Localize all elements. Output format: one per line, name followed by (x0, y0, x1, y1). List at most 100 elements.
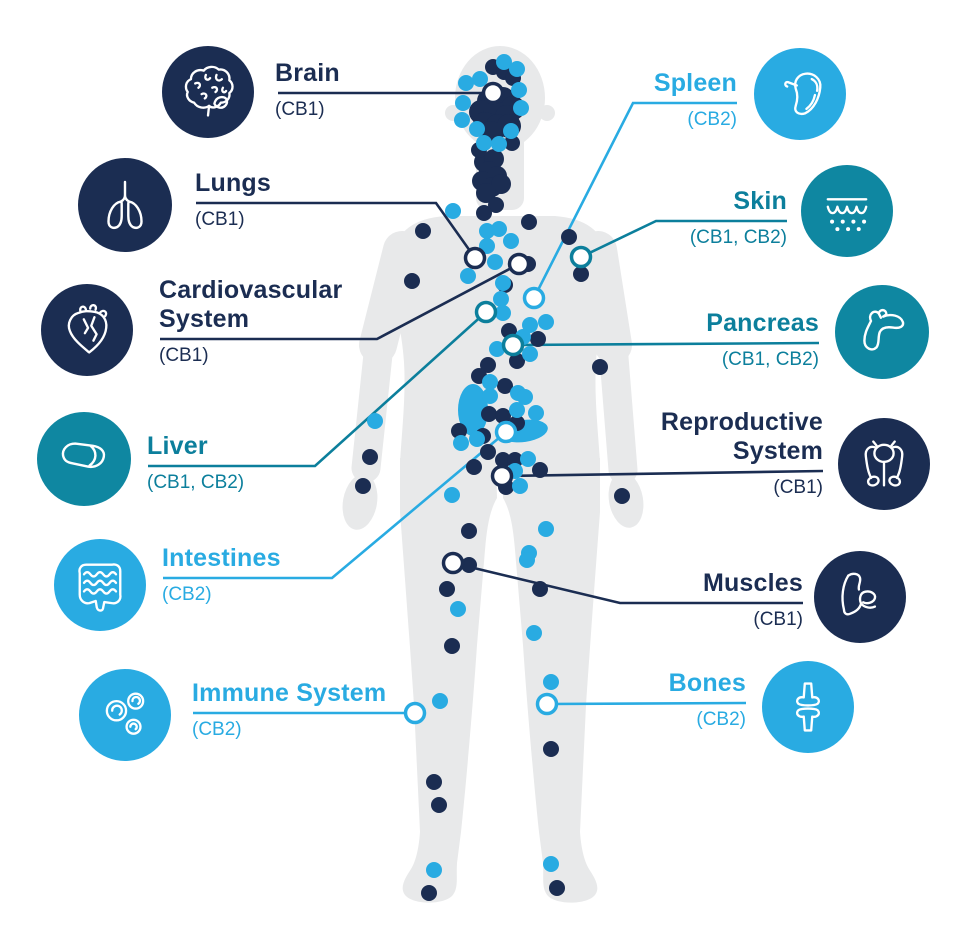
receptor-dot-cb2 (522, 317, 538, 333)
connector-endpoint (569, 245, 593, 269)
connector-skin (580, 219, 787, 259)
connector-intestines (163, 431, 507, 580)
receptor-dot-cb2 (522, 346, 538, 362)
organ-receptor: (CB2) (192, 719, 242, 740)
receptor-dot-cb2 (476, 135, 492, 151)
receptor-dot-cb1 (476, 205, 492, 221)
liver-icon (37, 412, 131, 506)
receptor-dot-cb1 (504, 135, 520, 151)
label-skin: Skin (CB1, CB2) (587, 187, 787, 249)
receptor-dot-cb1 (521, 214, 537, 230)
receptor-dot-cb2 (538, 314, 554, 330)
receptor-dot-cb1 (495, 452, 511, 468)
receptor-dot-cb2 (512, 478, 528, 494)
receptor-dot-cb2 (444, 487, 460, 503)
receptor-dot-cb2 (491, 136, 507, 152)
organ-name: Bones (668, 669, 746, 697)
immune-cells-icon (79, 669, 171, 761)
pancreas-icon (835, 285, 929, 379)
label-pancreas: Pancreas (CB1, CB2) (619, 309, 819, 371)
receptor-dot-cb2 (454, 112, 470, 128)
receptor-dot-cb1 (426, 774, 442, 790)
receptor-dot-cb1 (421, 885, 437, 901)
connector-endpoint (403, 701, 427, 725)
receptor-dot-cb1 (543, 741, 559, 757)
connector-endpoint (463, 246, 487, 270)
receptor-dot-cb1 (466, 459, 482, 475)
receptor-dot-cb1 (532, 581, 548, 597)
receptor-dot-cb2 (503, 233, 519, 249)
receptor-dot-cb1 (362, 449, 378, 465)
receptor-dot-cb2 (445, 203, 461, 219)
organ-receptor: (CB1) (275, 99, 325, 120)
connector-cardiovascular (160, 262, 520, 341)
connector-endpoint (501, 333, 525, 357)
spleen-icon (754, 48, 846, 140)
label-cardiovascular: Cardiovascular System (CB1) (159, 276, 374, 367)
receptor-dot-cb2 (450, 601, 466, 617)
receptor-dot-cb2 (469, 431, 485, 447)
receptor-dot-cb2 (528, 405, 544, 421)
receptor-dot-cb2 (482, 388, 498, 404)
receptor-dot-cb2 (538, 521, 554, 537)
receptor-dot-cb2 (509, 402, 525, 418)
receptor-dot-cb1 (507, 452, 523, 468)
organ-name: Pancreas (706, 309, 819, 337)
organ-name: Spleen (653, 69, 737, 97)
connector-bones (546, 701, 747, 706)
receptor-dot-cb2 (460, 268, 476, 284)
receptor-dot-cb2 (520, 451, 536, 467)
receptor-dot-cb2 (453, 435, 469, 451)
receptor-dot-cb1 (451, 423, 467, 439)
receptor-dot-cb1 (404, 273, 420, 289)
receptor-dot-cb2 (469, 121, 485, 137)
organ-receptor: (CB1, CB2) (689, 227, 787, 248)
receptor-dot-cb2 (493, 291, 509, 307)
receptor-dot-cb1 (509, 353, 525, 369)
organ-name: Skin (733, 187, 787, 215)
organ-name: Cardiovascular System (159, 276, 343, 333)
organ-receptor: (CB2) (687, 109, 737, 130)
receptor-dot-cb1 (614, 488, 630, 504)
label-bones: Bones (CB2) (546, 669, 746, 731)
label-liver: Liver (CB1, CB2) (147, 432, 387, 494)
receptor-dot-cb2 (496, 54, 512, 70)
brain-icon (162, 46, 254, 138)
receptor-dot-cb2 (367, 413, 383, 429)
receptor-dot-cb2 (495, 305, 511, 321)
organ-receptor: (CB2) (696, 709, 746, 730)
label-intestines: Intestines (CB2) (162, 544, 402, 606)
receptor-dot-cb1 (439, 581, 455, 597)
label-immune-system: Immune System (CB2) (192, 679, 452, 741)
organ-shape (458, 384, 488, 436)
receptor-dot-cb2 (513, 100, 529, 116)
connector-endpoint (490, 464, 514, 488)
connector-endpoint (474, 300, 498, 324)
connector-liver (148, 311, 487, 468)
receptor-dot-cb2 (487, 254, 503, 270)
organ-receptor: (CB2) (162, 584, 212, 605)
lungs-icon (78, 158, 172, 252)
receptor-dot-cb2 (479, 223, 495, 239)
organ-name: Brain (275, 59, 340, 87)
skin-icon (801, 165, 893, 257)
connector-reproductive (501, 469, 824, 478)
receptor-dot-cb1 (532, 462, 548, 478)
connector-pancreas (512, 341, 820, 347)
organ-name: Intestines (162, 544, 281, 572)
connector-endpoint (481, 81, 505, 105)
muscle-arm-icon (814, 551, 906, 643)
receptor-dot-cb1 (461, 523, 477, 539)
label-spleen: Spleen (CB2) (537, 69, 737, 131)
organ-name: Liver (147, 432, 208, 460)
receptor-dot-cb1 (488, 197, 504, 213)
receptor-dot-cb1 (461, 557, 477, 573)
connector-endpoint (535, 692, 559, 716)
receptor-dot-cb1 (481, 406, 497, 422)
organ-receptor: (CB1) (159, 345, 209, 366)
receptor-dot-cb1 (431, 797, 447, 813)
receptor-dot-cb1 (491, 174, 511, 194)
connector-lungs (196, 201, 477, 259)
